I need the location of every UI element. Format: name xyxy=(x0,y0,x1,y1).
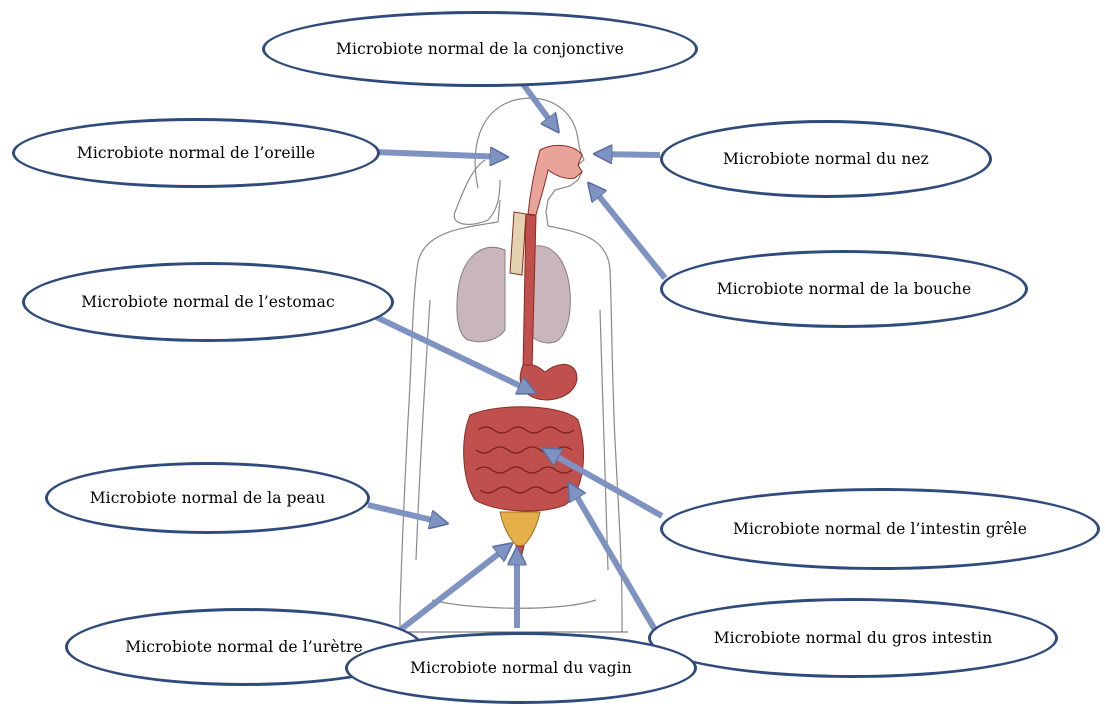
neck-left xyxy=(498,200,500,222)
label-peau-text: Microbiote normal de la peau xyxy=(90,489,326,507)
label-bouche: Microbiote normal de la bouche xyxy=(660,250,1028,328)
label-intestin-grele-text: Microbiote normal de l’intestin grêle xyxy=(733,520,1027,538)
digestive-tract xyxy=(464,145,584,558)
label-gros-intestin-text: Microbiote normal du gros intestin xyxy=(714,629,993,647)
bladder xyxy=(500,512,540,548)
label-conjonctive: Microbiote normal de la conjonctive xyxy=(262,11,698,87)
label-estomac: Microbiote normal de l’estomac xyxy=(22,262,394,342)
arrow-oreille xyxy=(375,152,505,157)
arrow-peau xyxy=(368,505,445,523)
label-peau: Microbiote normal de la peau xyxy=(45,462,370,534)
nasal-oral-cavity xyxy=(528,145,582,215)
stomach xyxy=(520,364,577,400)
neck-right xyxy=(546,212,548,226)
label-oreille: Microbiote normal de l’oreille xyxy=(12,118,380,188)
label-nez-text: Microbiote normal du nez xyxy=(723,150,929,168)
label-estomac-text: Microbiote normal de l’estomac xyxy=(81,293,335,311)
arrow-conjonctive xyxy=(520,80,557,130)
hair-outline xyxy=(454,160,500,224)
arrow-bouche xyxy=(590,185,665,278)
body-silhouette xyxy=(395,98,628,632)
label-vagin: Microbiote normal du vagin xyxy=(345,632,697,704)
trachea xyxy=(510,212,526,275)
label-conjonctive-text: Microbiote normal de la conjonctive xyxy=(336,40,624,58)
label-vagin-text: Microbiote normal du vagin xyxy=(410,659,632,677)
left-lung xyxy=(457,247,505,341)
arrows xyxy=(368,80,668,652)
label-gros-intestin: Microbiote normal du gros intestin xyxy=(648,598,1058,678)
label-intestin-grele: Microbiote normal de l’intestin grêle xyxy=(660,488,1100,570)
arm-right xyxy=(600,310,608,570)
label-oreille-text: Microbiote normal de l’oreille xyxy=(77,144,315,162)
label-uretre-text: Microbiote normal de l’urètre xyxy=(125,638,363,656)
label-nez: Microbiote normal du nez xyxy=(660,120,992,198)
arrow-estomac xyxy=(372,315,533,392)
arrow-nez xyxy=(597,154,660,155)
label-bouche-text: Microbiote normal de la bouche xyxy=(717,280,972,298)
